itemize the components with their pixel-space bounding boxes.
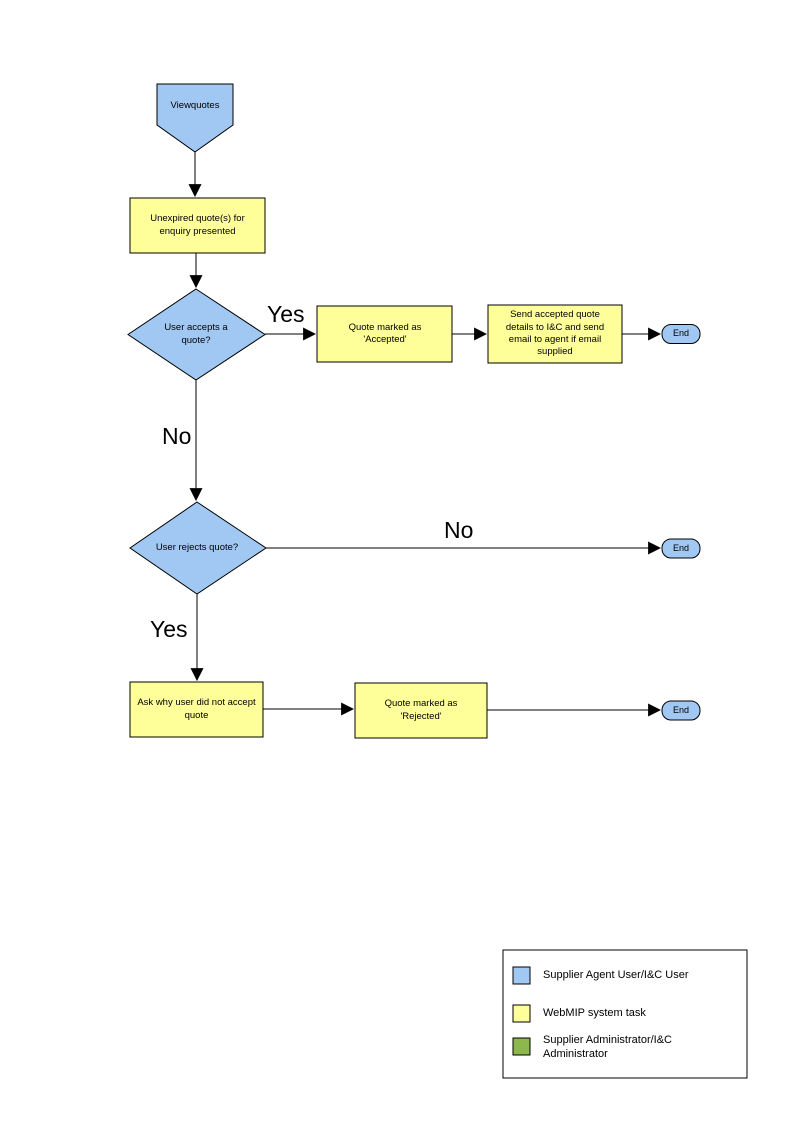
edge-label-rejects-no: No — [444, 517, 474, 543]
end-not-rejected-label: End — [672, 542, 689, 553]
accepts-decision-label: User accepts a quote? — [164, 322, 228, 346]
marked-rejected-shape — [354, 682, 488, 739]
ask-why-shape — [129, 681, 264, 738]
end-rejected-label: End — [672, 704, 689, 715]
legend-swatch-admin-shape — [512, 1037, 531, 1056]
legend-swatch-system-shape — [512, 1004, 531, 1023]
legend-label-admin: Supplier Administrator/I&C Administrator — [543, 1034, 672, 1060]
send-details-shape — [487, 304, 623, 364]
end-not-rejected-shape — [661, 538, 701, 559]
end-rejected-shape — [661, 700, 701, 721]
rejects-decision-label: User rejects quote? — [155, 541, 239, 553]
edge-label-rejects-yes: Yes — [150, 616, 188, 642]
accepts-decision-shape — [127, 288, 266, 381]
send-details-label: Send accepted quote details to I&C and s… — [505, 309, 605, 358]
legend-label-user: Supplier Agent User/I&C User — [543, 969, 689, 981]
viewquotes-label: Viewquotes — [170, 99, 220, 111]
unexpired-label: Unexpired quote(s) for enquiry presented — [150, 213, 245, 237]
ask-why-label: Ask why user did not accept quote — [137, 697, 256, 721]
marked-rejected-label: Quote marked as 'Rejected' — [384, 698, 458, 722]
viewquotes-shape — [156, 83, 234, 153]
edge-label-accepts-yes: Yes — [267, 301, 305, 327]
legend-swatch-user-shape — [512, 966, 531, 985]
edge-label-accepts-no: No — [162, 423, 192, 449]
rejects-decision-shape — [129, 501, 267, 595]
legend-label-system: WebMIP system task — [543, 1007, 646, 1019]
marked-accepted-label: Quote marked as 'Accepted' — [348, 321, 422, 345]
end-accepted-label: End — [672, 327, 689, 338]
unexpired-shape — [129, 197, 266, 254]
end-accepted-shape — [661, 324, 701, 344]
marked-accepted-shape — [316, 305, 453, 363]
legend-box-shape — [502, 949, 748, 1079]
